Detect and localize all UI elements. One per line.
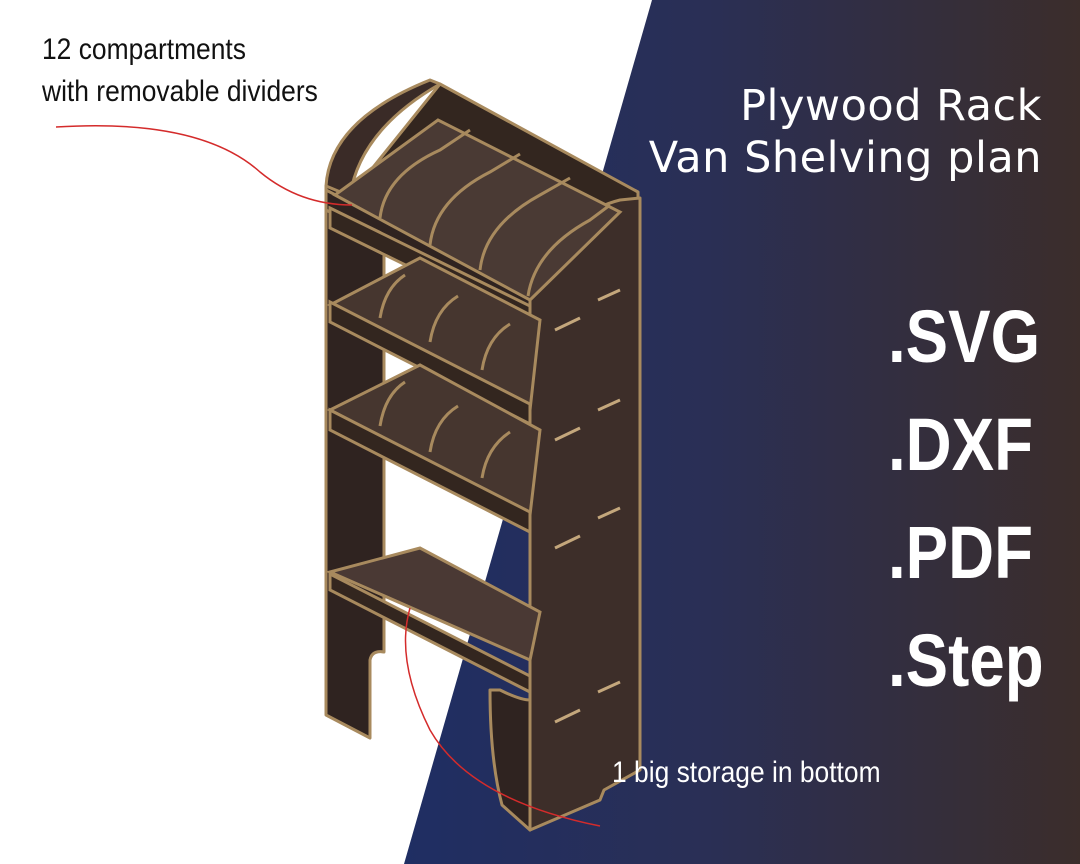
bottom-storage-floor xyxy=(325,546,542,663)
lower-divider-3 xyxy=(480,430,511,479)
lower-divider-2 xyxy=(428,404,459,453)
top-tray-floor xyxy=(332,118,623,302)
bottom-storage-front-lip xyxy=(328,571,532,695)
title-line2: Van Shelving plan xyxy=(648,133,1042,183)
format-pdf: .PDF xyxy=(888,511,1033,594)
title-line1: Plywood Rack xyxy=(740,81,1042,131)
rack-left-side-panel xyxy=(324,184,386,740)
file-format-list: .SVG .DXF .PDF .Step xyxy=(888,283,1078,715)
callout-line-bottom-storage xyxy=(404,607,601,827)
top-divider-4 xyxy=(526,203,611,297)
format-step: .Step xyxy=(888,619,1044,702)
top-divider-3 xyxy=(478,176,571,271)
top-divider-2 xyxy=(428,152,521,246)
middle-divider-1 xyxy=(378,273,406,319)
rack-front-bottom-cut xyxy=(488,688,532,832)
middle-divider-3 xyxy=(480,322,511,371)
lower-shelf-front-lip xyxy=(328,407,532,535)
compartments-callout-line2: with removable dividers xyxy=(42,75,318,108)
format-svg: .SVG xyxy=(888,295,1041,378)
compartments-callout-line1: 12 compartments xyxy=(42,33,246,66)
product-title: Plywood Rack Van Shelving plan xyxy=(582,80,1042,184)
lower-divider-1 xyxy=(378,380,406,427)
middle-divider-2 xyxy=(428,294,459,343)
joinery-slots xyxy=(554,288,621,724)
format-dxf: .DXF xyxy=(888,403,1033,486)
compartments-callout: 12 compartments with removable dividers xyxy=(42,29,318,113)
rack-front-panel xyxy=(528,196,642,832)
top-divider-1 xyxy=(378,128,471,219)
bottom-storage-callout: 1 big storage in bottom xyxy=(612,756,881,789)
callout-line-compartments xyxy=(55,124,353,206)
